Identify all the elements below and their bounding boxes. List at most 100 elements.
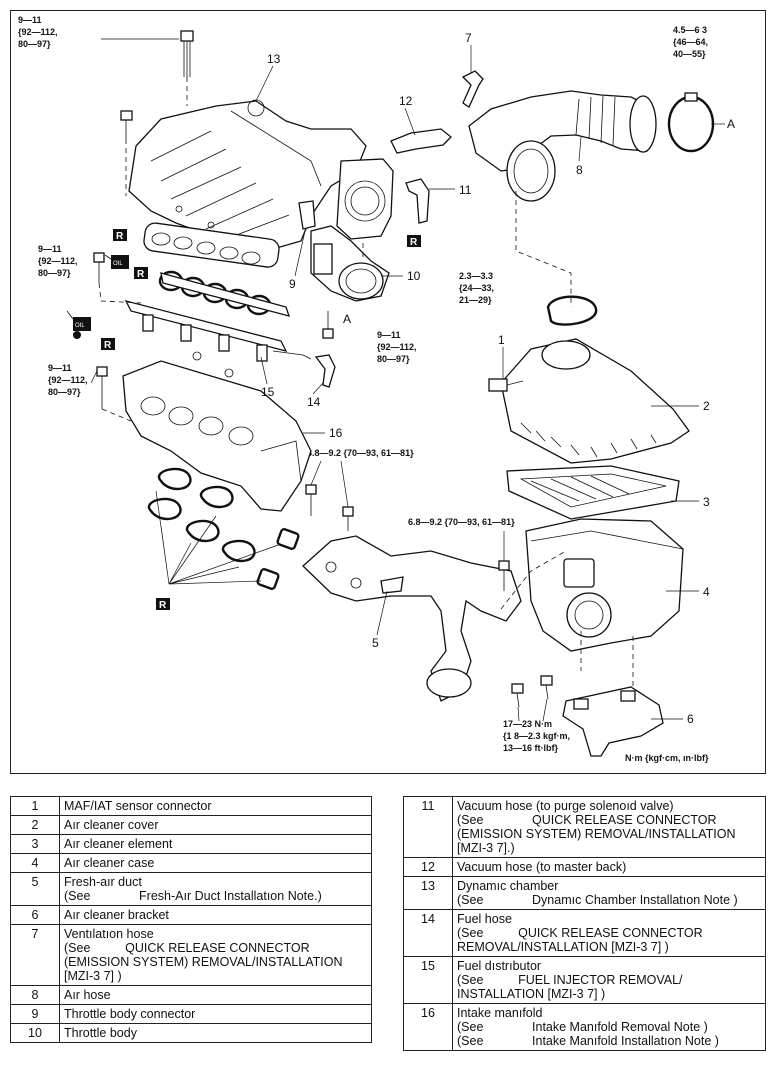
legend-description: Aır cleaner cover [59, 815, 372, 835]
dashed-guide [500, 550, 567, 610]
legend-line: (EMISSION SYSTEM) REMOVAL/INSTALLATION [457, 827, 736, 841]
svg-text:80—97}: 80—97} [38, 268, 71, 278]
svg-text:80—97}: 80—97} [48, 387, 81, 397]
svg-text:21—29}: 21—29} [459, 295, 492, 305]
legend-line: Aır cleaner element [64, 837, 173, 851]
legend-description: Aır cleaner element [59, 834, 372, 854]
svg-text:6.8—9.2 {70—93, 61—81}: 6.8—9.2 {70—93, 61—81} [307, 448, 414, 458]
replace-mark-r: R [407, 235, 421, 248]
maf-sensor-connector [488, 378, 524, 392]
legend-number: 9 [10, 1004, 60, 1024]
callout-3: 3 [703, 495, 710, 509]
legend-number: 1 [10, 796, 60, 816]
svg-text:40—55}: 40—55} [673, 49, 706, 59]
legend-number: 13 [403, 876, 453, 910]
bolt-long [180, 30, 194, 77]
legend-description: Aır hose [59, 985, 372, 1005]
svg-text:9—11: 9—11 [38, 244, 62, 254]
callout-10: 10 [407, 269, 421, 283]
manifold-gaskets [147, 467, 300, 590]
diagram-drawing: 9—11 {92—112, 80—97} 9—11 {92—112, 80—97… [18, 15, 735, 763]
legend-description: Throttle body [59, 1023, 372, 1043]
legend-line: REMOVAL/INSTALLATION [MZI-3 7] ) [457, 940, 669, 954]
callout-11: 11 [459, 183, 472, 197]
oil-can-icon: OIL [66, 310, 91, 339]
svg-text:{46—64,: {46—64, [673, 37, 708, 47]
legend-number: 4 [10, 853, 60, 873]
svg-text:{92—112,: {92—112, [377, 342, 417, 352]
air-cleaner-case [525, 518, 684, 652]
legend-line: INSTALLATION [MZI-3 7] ) [457, 987, 606, 1001]
torque-label-case-bolt: 6.8—9.2 {70—93, 61—81} [408, 517, 515, 527]
exploded-view-diagram: 9—11 {92—112, 80—97} 9—11 {92—112, 80—97… [10, 10, 766, 774]
replace-mark-r: R [101, 338, 115, 351]
replace-mark-r: R [113, 229, 127, 242]
svg-text:{92—112,: {92—112, [18, 27, 58, 37]
legend-line: Vacuum hose (to master back) [457, 860, 627, 874]
svg-text:4.5—6 3: 4.5—6 3 [673, 25, 707, 35]
throttle-bolt [322, 311, 334, 339]
reference-a-throttle: A [343, 312, 351, 326]
hose-clamp-ring [667, 92, 715, 153]
svg-text:80—97}: 80—97} [18, 39, 51, 49]
legend-number: 12 [403, 857, 453, 877]
torque-label-hose-clamp: 2.3—3.3 {24—33, 21—29} [459, 271, 494, 305]
legend-description: Dynamıc chamber(See Dynamıc Chamber Inst… [452, 876, 766, 910]
legend-description: Throttle body connector [59, 1004, 372, 1024]
callout-5: 5 [372, 636, 379, 650]
legend-number: 11 [403, 796, 453, 858]
manifold-bolt [93, 252, 105, 283]
chamber-gasket [143, 222, 280, 268]
legend-description: Vacuum hose (to purge solenoıd valve)(Se… [452, 796, 766, 858]
legend-number: 6 [10, 905, 60, 925]
duct-bolt-right [342, 506, 354, 531]
svg-text:13—16 ft·lbf}: 13—16 ft·lbf} [503, 743, 559, 753]
legend-description: Fuel dıstrıbutor(See FUEL INJECTOR REMOV… [452, 956, 766, 1004]
callout-2: 2 [703, 399, 710, 413]
callout-7: 7 [465, 31, 472, 45]
callout-6: 6 [687, 712, 694, 726]
legend-line: Aır cleaner cover [64, 818, 159, 832]
reference-a-clamp: A [727, 117, 735, 131]
replace-mark-r: R [134, 267, 148, 280]
leader-line [310, 460, 349, 508]
legend-description: MAF/IAT sensor connector [59, 796, 372, 816]
svg-text:{24—33,: {24—33, [459, 283, 494, 293]
callout-12: 12 [399, 94, 413, 108]
legend-number: 10 [10, 1023, 60, 1043]
legend-line: Ventılatıon hose [64, 927, 154, 941]
intake-manifold [122, 360, 312, 512]
callout-14: 14 [307, 395, 321, 409]
oil-can-icon: OIL [104, 254, 129, 269]
dashed-guide [98, 282, 142, 304]
legend-line: [MZI-3 7] ) [64, 969, 122, 983]
dashed-guide [515, 191, 572, 307]
legend-description: Vacuum hose (to master back) [452, 857, 766, 877]
legend-line: MAF/IAT sensor connector [64, 799, 212, 813]
legend-number: 7 [10, 924, 60, 986]
legend-description: Fresh-aır duct(See Fresh-Aır Duct Instal… [59, 872, 372, 906]
air-cleaner-element [506, 465, 680, 520]
legend-description: Ventılatıon hose(See QUICK RELEASE CONNE… [59, 924, 372, 986]
legend-line: (See QUICK RELEASE CONNECTOR [457, 926, 703, 940]
torque-label-bracket-bolts: 17—23 N·m {1 8—2.3 kgf·m, 13—16 ft·lbf} [503, 719, 570, 753]
legend-line: Fuel hose [457, 912, 512, 926]
torque-label-lower-left: 9—11 {92—112, 80—97} [48, 363, 88, 397]
units-note: N·m {kgf·cm, ın·lbf} [625, 753, 709, 763]
legend-line: (See Intake Manıfold Removal Note ) [457, 1020, 708, 1034]
legend-line: Throttle body connector [64, 1007, 196, 1021]
svg-text:9—11: 9—11 [18, 15, 42, 25]
legend-description: Aır cleaner case [59, 853, 372, 873]
svg-text:2.3—3.3: 2.3—3.3 [459, 271, 493, 281]
